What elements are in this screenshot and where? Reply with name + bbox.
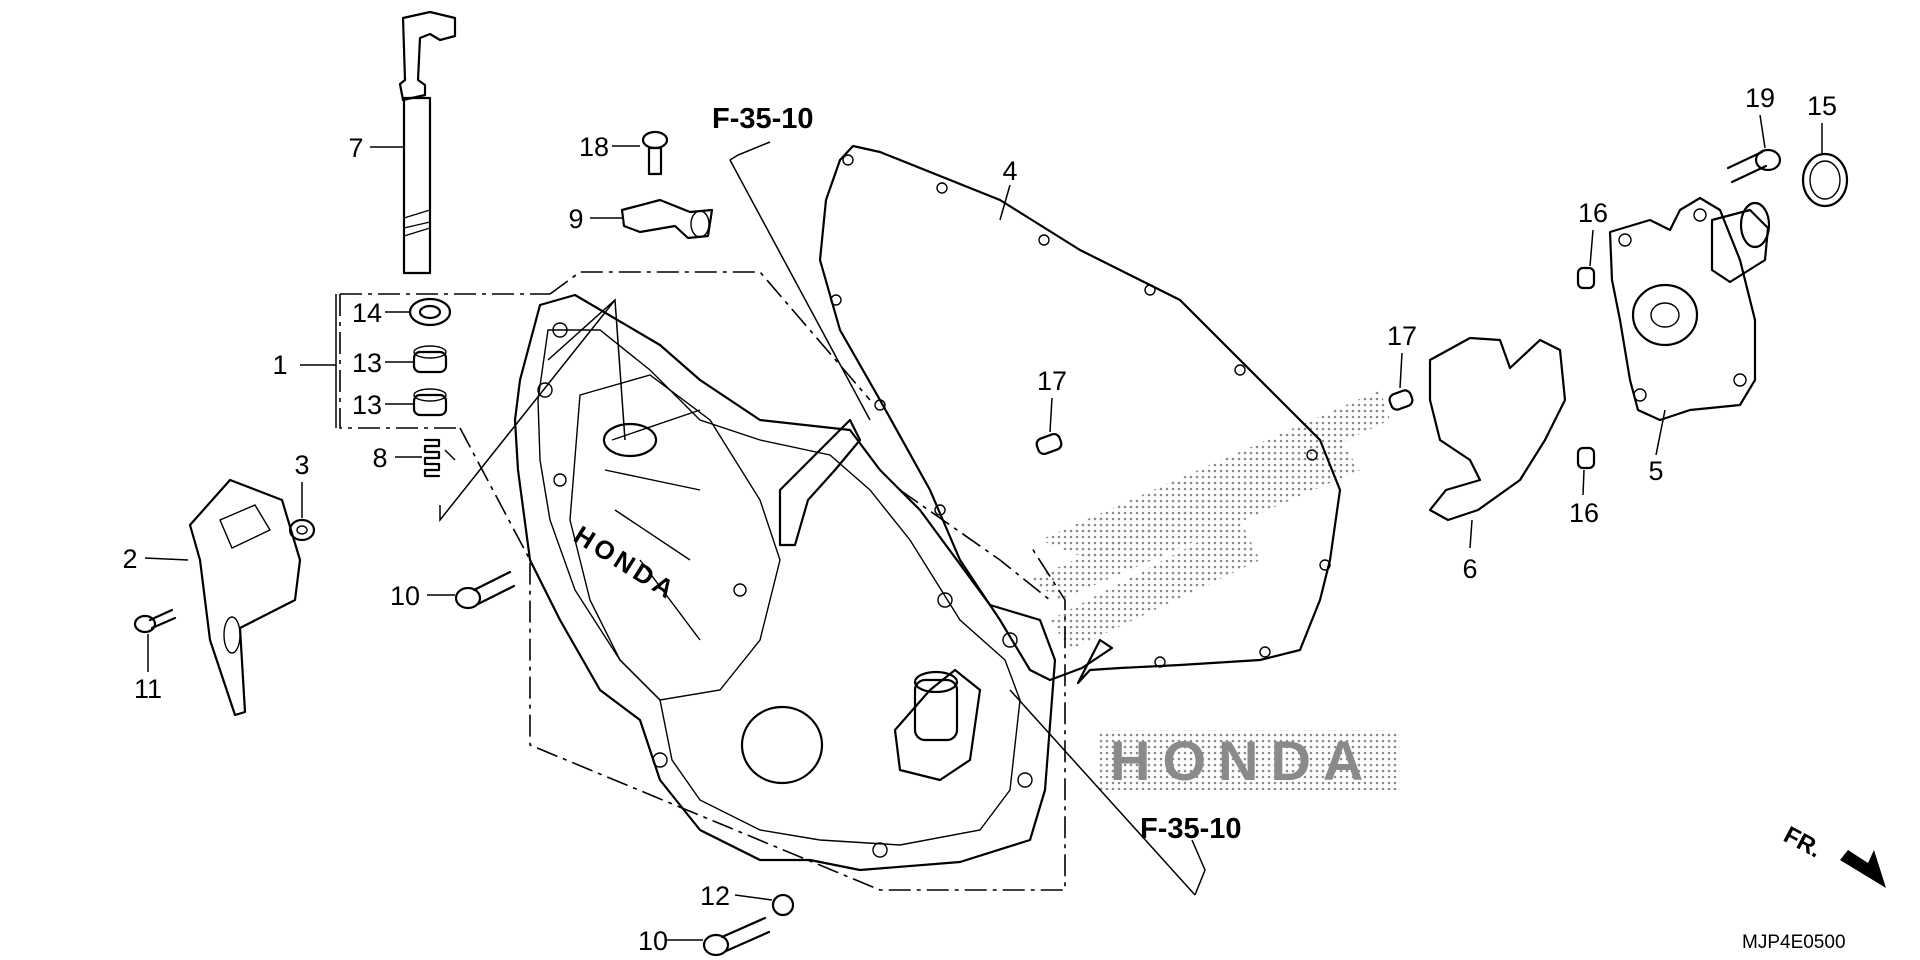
- cover-gasket: [818, 144, 1342, 685]
- assembly-dash-lines: [339, 271, 1066, 891]
- callout-8: 8: [372, 443, 387, 473]
- callout-12: 12: [700, 881, 730, 911]
- callout-13-lower: 13: [352, 390, 382, 420]
- callout-17-center: 17: [1037, 366, 1067, 396]
- oil-seal: [408, 297, 452, 327]
- dowel-pin-lower: [1576, 446, 1596, 470]
- callout-labels: 1 2 3 4 5 6 7 8 9 10 10 11 12 13 13 14 1…: [122, 83, 1837, 956]
- dowel-pin-center: [1035, 432, 1063, 456]
- water-pump-cover: [1608, 196, 1771, 422]
- callout-17-right: 17: [1387, 321, 1417, 351]
- reference-label-bottom: F-35-10: [1140, 813, 1242, 845]
- o-ring: [1801, 152, 1849, 208]
- callout-13-upper: 13: [352, 348, 382, 378]
- flange-bolt-lower: [702, 916, 771, 957]
- cover-logo-text: HONDA: [569, 520, 683, 607]
- flange-bolt-upper: [454, 570, 516, 610]
- watermark-text: HONDA: [1110, 729, 1375, 792]
- callout-16-upper: 16: [1578, 198, 1608, 228]
- callout-15: 15: [1807, 91, 1837, 121]
- callout-7: 7: [348, 133, 363, 163]
- dowel-pin-upper: [1576, 266, 1596, 290]
- callout-6: 6: [1462, 554, 1477, 584]
- callout-10-lower: 10: [638, 926, 668, 956]
- front-label: FR.: [1779, 821, 1826, 863]
- sealing-washer: [771, 893, 795, 917]
- callout-2: 2: [122, 544, 137, 574]
- bolt-bracket: [641, 130, 669, 176]
- callout-4: 4: [1002, 156, 1017, 186]
- honda-watermark: HONDA: [1030, 390, 1400, 792]
- dowel-pin-right: [1388, 389, 1414, 411]
- reference-label-top: F-35-10: [712, 103, 814, 135]
- pump-bolt: [1726, 148, 1782, 184]
- return-spring: [423, 438, 456, 478]
- callout-18: 18: [579, 132, 609, 162]
- nut: [288, 518, 316, 542]
- callout-3: 3: [294, 450, 309, 480]
- bolt-small: [133, 608, 177, 634]
- water-pump-gasket: [1428, 336, 1567, 522]
- callout-11: 11: [134, 674, 162, 704]
- callout-16-lower: 16: [1569, 498, 1599, 528]
- needle-bearing-upper: [412, 345, 448, 374]
- shift-shaft: [398, 10, 457, 275]
- callout-19: 19: [1745, 83, 1775, 113]
- callout-14: 14: [352, 298, 382, 328]
- callout-10-upper: 10: [390, 581, 420, 611]
- hose-clamp: [620, 198, 714, 240]
- needle-bearing-lower: [412, 388, 448, 417]
- diagram-code: MJP4E0500: [1742, 932, 1846, 953]
- guard-plate: [188, 478, 302, 717]
- callout-1: 1: [272, 350, 287, 380]
- front-direction-arrow: FR.: [1779, 821, 1886, 888]
- callout-9: 9: [568, 204, 583, 234]
- callout-5: 5: [1648, 456, 1663, 486]
- leader-lines: [144, 114, 1823, 941]
